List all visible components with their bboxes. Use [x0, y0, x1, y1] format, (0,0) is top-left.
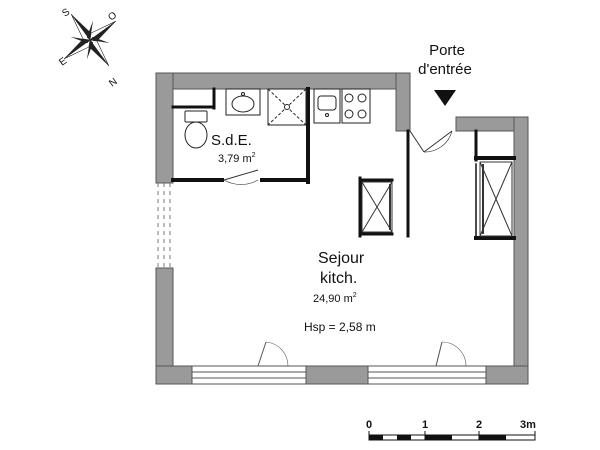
- entrance-door: [409, 130, 453, 153]
- scale-tick-2: 2: [476, 419, 482, 431]
- compass-label-north: N: [107, 76, 119, 89]
- wall-bottom-mid: [305, 365, 369, 385]
- bottom-window-left: [191, 341, 307, 385]
- compass-label-west: O: [106, 10, 119, 24]
- compass-star-icon: [63, 13, 117, 67]
- toilet: [184, 110, 208, 149]
- bathroom-name: S.d.E.: [211, 132, 252, 149]
- scale-tick-0: 0: [366, 419, 372, 431]
- left-closet: [361, 181, 393, 233]
- living-area: 24,90 m2: [313, 292, 357, 305]
- washbasin: [225, 88, 261, 116]
- interior-partitions: [171, 87, 516, 240]
- exterior-walls: [155, 72, 529, 385]
- bathroom-door: [223, 169, 259, 185]
- right-closet: [479, 161, 513, 237]
- scale-tick-1: 1: [422, 419, 428, 431]
- ceiling-height: Hsp = 2,58 m: [304, 320, 376, 334]
- left-window: [157, 183, 171, 268]
- cooktop: [341, 88, 371, 124]
- compass-label-south: S: [60, 6, 72, 19]
- scale-bar: 0 1 2 3m: [366, 419, 536, 441]
- entrance-label-line2: d'entrée: [418, 61, 472, 78]
- wall-entry-post: [395, 72, 411, 132]
- living-name-line1: Sejour: [318, 250, 365, 267]
- bottom-window-right: [367, 341, 487, 385]
- wall-bottom-right: [485, 365, 529, 385]
- wall-top: [155, 72, 411, 90]
- scale-tick-3: 3m: [520, 419, 536, 431]
- wall-right: [513, 116, 529, 385]
- shower: [267, 88, 307, 126]
- living-name-line2: kitch.: [320, 270, 357, 287]
- compass-rose: S O E N: [57, 6, 119, 89]
- wall-bottom-left: [155, 365, 193, 385]
- wall-left-upper: [155, 72, 174, 184]
- bathroom-area: 3,79 m2: [218, 152, 256, 165]
- entrance-arrow-icon: [434, 90, 456, 106]
- entrance-label-line1: Porte: [429, 42, 465, 59]
- kitchen-sink: [313, 88, 341, 124]
